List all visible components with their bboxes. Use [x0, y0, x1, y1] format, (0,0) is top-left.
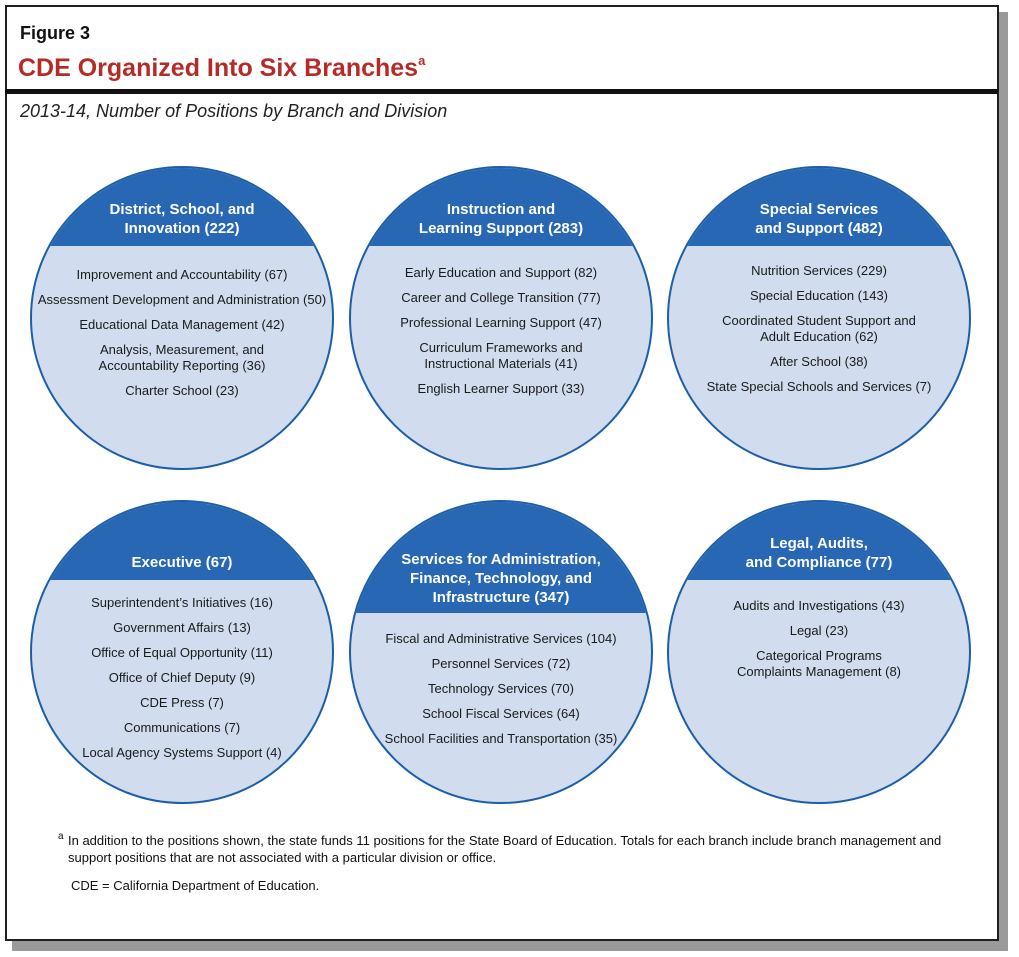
division-list: Improvement and Accountability (67) Asse… — [32, 267, 332, 408]
branch-header: District, School, and Innovation (222) — [32, 168, 332, 246]
division-item: State Special Schools and Services (7) — [706, 379, 932, 394]
abbreviation-note: CDE = California Department of Education… — [71, 878, 320, 893]
branch-header: Services for Administration, Finance, Te… — [351, 502, 651, 613]
division-item: Office of Equal Opportunity (11) — [91, 645, 273, 660]
branch-name: Instruction and Learning Support (283) — [418, 201, 584, 237]
division-item: Educational Data Management (42) — [79, 317, 285, 332]
division-item: Early Education and Support (82) — [404, 265, 598, 280]
division-item: After School (38) — [770, 354, 868, 369]
division-item: Nutrition Services (229) — [751, 263, 887, 278]
branch-header: Legal, Audits, and Compliance (77) — [669, 502, 969, 580]
branch-circle-legal-audits: Legal, Audits, and Compliance (77) Audit… — [667, 500, 971, 804]
figure-subtitle: 2013-14, Number of Positions by Branch a… — [20, 101, 448, 121]
branch-name: Executive (67) — [131, 554, 233, 571]
figure-title: CDE Organized Into Six Branchesa — [18, 52, 426, 83]
division-list: Audits and Investigations (43) Legal (23… — [669, 598, 969, 689]
division-item: Communications (7) — [123, 720, 241, 735]
footnote: a In addition to the positions shown, th… — [58, 831, 948, 866]
branch-name: District, School, and Innovation (222) — [109, 201, 255, 237]
division-item: School Fiscal Services (64) — [422, 706, 580, 721]
division-item: Curriculum Frameworks and Instructional … — [419, 340, 583, 371]
division-item: Analysis, Measurement, and Accountabilit… — [98, 342, 266, 373]
figure-title-text: CDE Organized Into Six Branches — [18, 54, 419, 82]
division-item: Coordinated Student Support and Adult Ed… — [722, 313, 916, 344]
branch-name: Services for Administration, Finance, Te… — [401, 551, 601, 606]
branch-name: Legal, Audits, and Compliance (77) — [745, 535, 893, 571]
footnote-mark: a — [58, 831, 64, 842]
division-item: Legal (23) — [789, 623, 849, 638]
division-list: Early Education and Support (82) Career … — [351, 265, 651, 406]
division-item: Professional Learning Support (47) — [400, 315, 602, 330]
branch-circle-instruction-learning: Instruction and Learning Support (283) E… — [349, 166, 653, 470]
division-item: Audits and Investigations (43) — [733, 598, 905, 613]
division-item: Personnel Services (72) — [431, 656, 571, 671]
branch-header: Instruction and Learning Support (283) — [351, 168, 651, 246]
branch-name: Special Services and Support (482) — [755, 201, 883, 237]
title-rule — [5, 89, 998, 94]
division-item: Assessment Development and Administratio… — [37, 292, 327, 307]
division-item: Fiscal and Administrative Services (104) — [385, 631, 617, 646]
division-item: Office of Chief Deputy (9) — [108, 670, 256, 685]
footnote-text: In addition to the positions shown, the … — [68, 833, 942, 865]
division-item: English Learner Support (33) — [417, 381, 585, 396]
division-list: Superintendent’s Initiatives (16) Govern… — [32, 595, 332, 770]
division-item: Career and College Transition (77) — [401, 290, 601, 305]
division-item: Improvement and Accountability (67) — [76, 267, 288, 282]
division-item: Local Agency Systems Support (4) — [82, 745, 282, 760]
division-item: CDE Press (7) — [140, 695, 224, 710]
division-item: Special Education (143) — [749, 288, 889, 303]
figure-label: Figure 3 — [20, 23, 91, 43]
branch-header: Executive (67) — [32, 502, 332, 580]
branch-header: Special Services and Support (482) — [669, 168, 969, 246]
division-item: Categorical Programs Complaints Manageme… — [736, 648, 902, 679]
branch-circle-special-services: Special Services and Support (482) Nutri… — [667, 166, 971, 470]
division-list: Nutrition Services (229) Special Educati… — [669, 263, 969, 404]
branch-circle-executive: Executive (67) Superintendent’s Initiati… — [30, 500, 334, 804]
branch-circle-administration-finance: Services for Administration, Finance, Te… — [349, 500, 653, 804]
division-item: Technology Services (70) — [428, 681, 574, 696]
division-item: Superintendent’s Initiatives (16) — [91, 595, 273, 610]
division-list: Fiscal and Administrative Services (104)… — [351, 631, 651, 756]
title-footnote-mark: a — [418, 52, 426, 68]
division-item: School Facilities and Transportation (35… — [384, 731, 618, 746]
division-item: Charter School (23) — [125, 383, 239, 398]
division-item: Government Affairs (13) — [113, 620, 251, 635]
branch-circle-district-school-innovation: District, School, and Innovation (222) I… — [30, 166, 334, 470]
